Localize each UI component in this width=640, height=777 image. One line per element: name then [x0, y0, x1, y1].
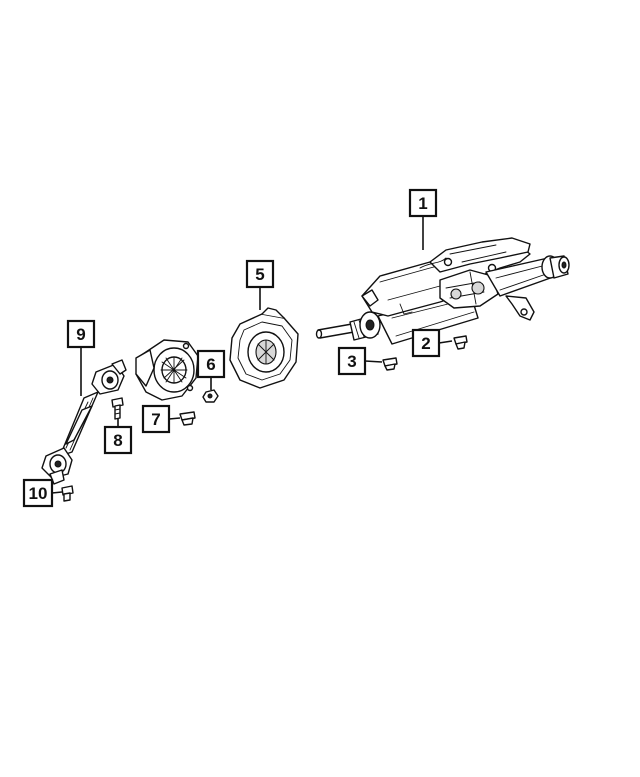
callout-2: 2: [411, 328, 441, 358]
leader-line-3: [364, 360, 383, 363]
callout-label-8: 8: [113, 431, 122, 450]
seal-part-5: [229, 307, 299, 389]
dash-boot-part: [135, 339, 199, 401]
callout-label-2: 2: [421, 334, 430, 353]
bolt-part-10: [61, 485, 74, 502]
bolt-part-8: [111, 397, 124, 420]
clip-part-7: [179, 411, 196, 426]
callout-9: 9: [66, 319, 96, 349]
callout-5: 5: [245, 259, 275, 289]
callout-8: 8: [103, 425, 133, 455]
callout-label-6: 6: [206, 355, 215, 374]
clip-part-2: [453, 335, 468, 350]
leader-line-7: [168, 417, 181, 420]
callout-7: 7: [141, 404, 171, 434]
leader-line-10: [51, 491, 63, 494]
callout-label-5: 5: [255, 265, 264, 284]
callout-label-7: 7: [151, 410, 160, 429]
nut-part-6: [202, 389, 219, 403]
callout-1: 1: [408, 188, 438, 218]
callout-label-1: 1: [418, 194, 427, 213]
callout-3: 3: [337, 346, 367, 376]
leader-line-2: [438, 340, 453, 344]
steering-column-part: [315, 237, 570, 345]
intermediate-shaft-part-9: [41, 359, 127, 485]
callout-label-9: 9: [76, 325, 85, 344]
clip-part-3: [382, 357, 398, 371]
callout-10: 10: [22, 478, 54, 508]
callout-label-3: 3: [347, 352, 356, 371]
callout-label-10: 10: [29, 484, 48, 503]
callout-6: 6: [196, 349, 226, 379]
